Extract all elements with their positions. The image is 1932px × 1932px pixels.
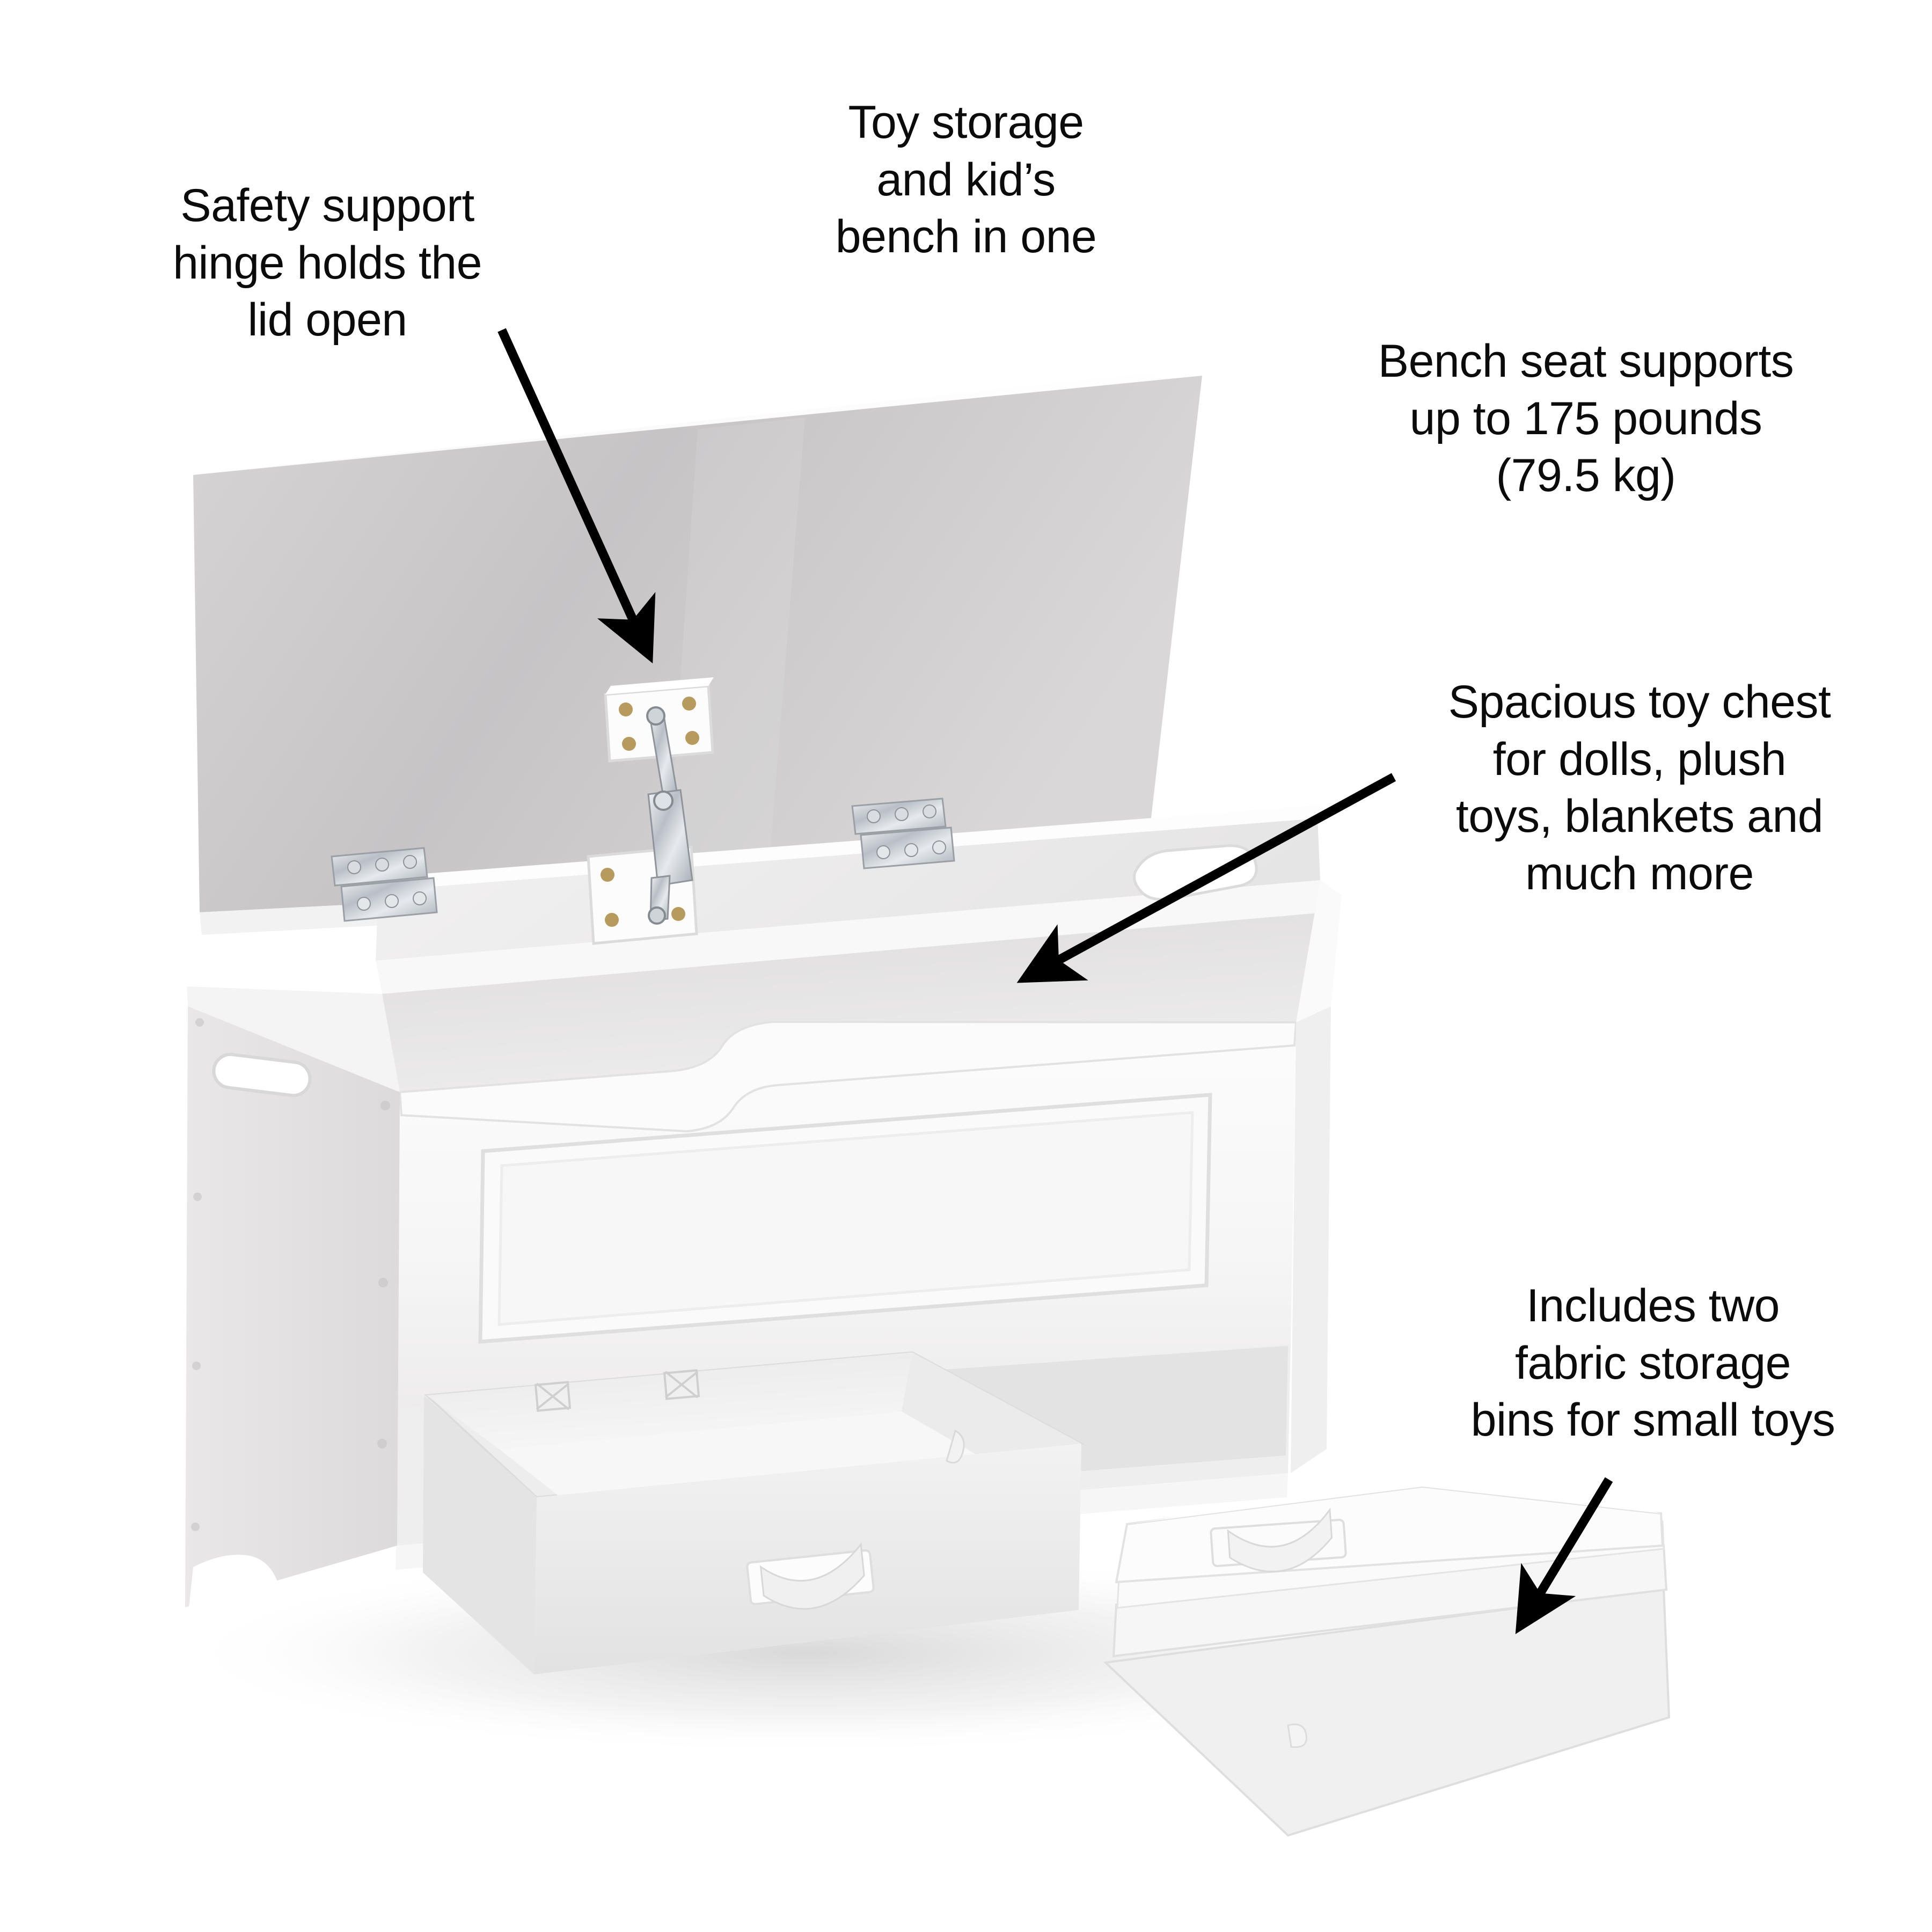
screw-cap [191, 1523, 200, 1531]
front-raised-panel [478, 1093, 1212, 1344]
arrow-fabric-bins [1515, 1477, 1613, 1634]
lid [193, 370, 1202, 935]
chest-right-side-panel [1291, 1006, 1331, 1473]
left-side-top-edge [187, 986, 400, 1092]
screw-cap [195, 1018, 204, 1027]
bin-stitch-marks [534, 1369, 700, 1412]
bin-open-left-face [423, 1395, 537, 1674]
screw-cap [193, 1192, 202, 1201]
safety-support-hinge [587, 677, 714, 945]
bin-folded-top-bevel [1127, 1481, 1661, 1524]
screw-cap [380, 1101, 390, 1110]
chest-left-side-panel [185, 1006, 400, 1607]
butt-hinge-left [331, 847, 438, 922]
bin-folded-handle-strap [1210, 1507, 1347, 1572]
safety-stay-sleeve [647, 789, 693, 887]
callout-spacious-toy-chest: Spacious toy chest for dolls, plush toys… [1448, 676, 1831, 899]
callout-toy-storage-bench: Toy storage and kid’s bench in one [835, 97, 1097, 263]
arrow-safety-hinge [497, 328, 656, 664]
lid-inner-face [193, 376, 1202, 912]
fabric-bin-open [423, 1351, 1085, 1674]
callout-includes-fabric-bins: Includes two fabric storage bins for sma… [1470, 1280, 1835, 1446]
right-side-rim [1296, 880, 1342, 1022]
chest-interior [382, 912, 1326, 1092]
bin-open-inner-right [902, 1352, 1081, 1475]
seat-top-surface [376, 880, 1326, 994]
butt-hinge-right [851, 797, 955, 869]
bin-folded-tab [1287, 1723, 1307, 1748]
safety-stay-pivot-mid [653, 791, 674, 811]
bin-inner-tab [946, 1429, 965, 1463]
arrow-spacious-chest [1016, 773, 1396, 983]
side-handle-cutout [212, 1052, 312, 1097]
safety-stay-pivot-bottom [648, 906, 666, 925]
bin-open-handle-strap [746, 1542, 875, 1610]
screw-cap [192, 1362, 201, 1370]
bin-open-inner-back [427, 1352, 912, 1449]
rear-handle-cutout [1133, 844, 1258, 901]
callout-safety-support-hinge: Safety support hinge holds the lid open [173, 180, 482, 346]
callout-bench-seat-capacity: Bench seat supports up to 175 pounds (79… [1378, 335, 1794, 502]
left-foot-cutout [189, 1554, 281, 1611]
front-board-scalloped-edge [398, 1020, 1298, 1133]
lid-sheen [665, 418, 805, 895]
screw-cap [377, 1439, 387, 1448]
screw-cap [378, 1278, 388, 1287]
safety-stay-pivot-top [646, 706, 665, 726]
